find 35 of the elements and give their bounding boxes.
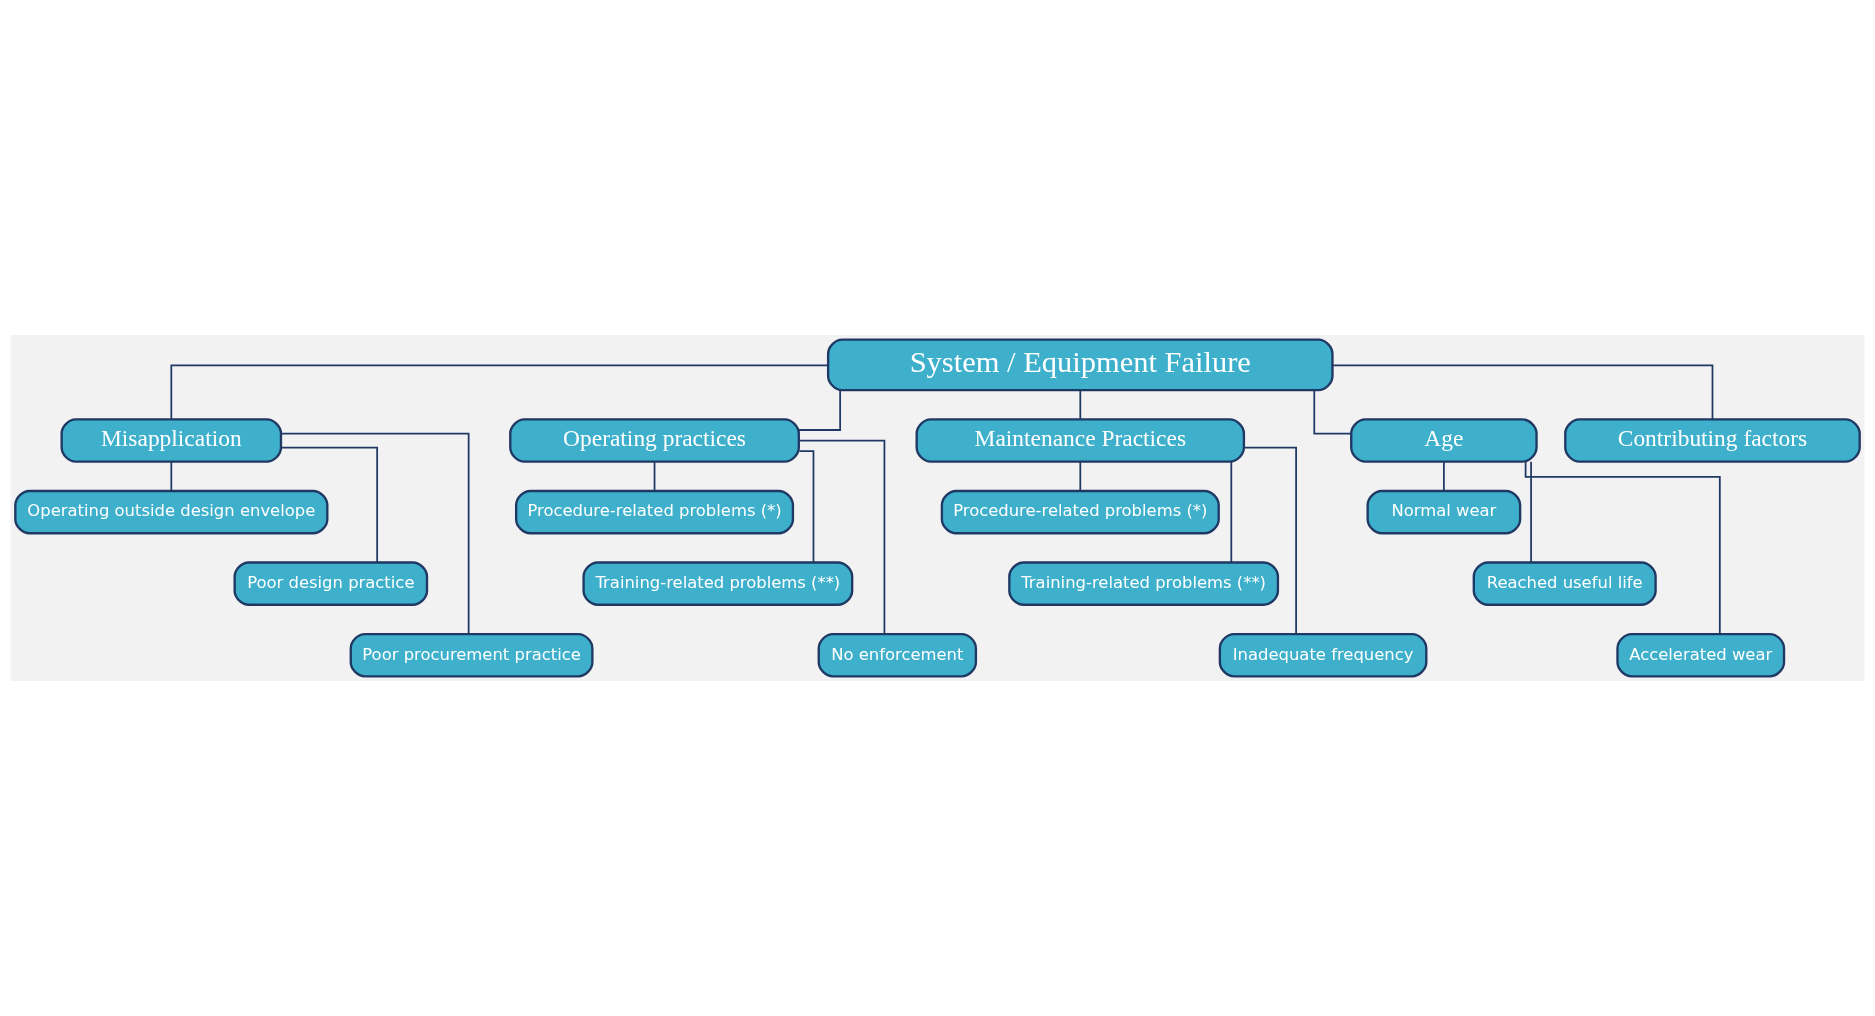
connector [1524,460,1721,635]
node-box: Poor design practice [233,561,429,606]
connector [1530,460,1532,564]
connector [280,446,379,564]
node-box: Procedure-related problems (*) [940,489,1220,535]
connector [1230,460,1233,564]
node-box: Operating practices [509,418,800,463]
node-box: System / Equipment Failure [826,338,1334,392]
connector [170,364,829,421]
node-box: Training-related problems (**) [1008,561,1280,606]
node-box: Contributing factors [1564,418,1861,463]
connector [280,432,470,635]
connector [1079,389,1082,420]
connector [653,461,656,492]
node-box: Poor procurement practice [349,632,594,678]
connector [1313,389,1352,435]
node-box: Procedure-related problems (*) [514,489,795,535]
connector [1079,461,1082,492]
node-box: Accelerated wear [1616,632,1786,678]
node-box: Maintenance Practices [915,418,1246,463]
node-box: Misapplication [60,418,283,463]
connector [1243,446,1297,635]
node-box: Training-related problems (**) [582,561,854,606]
node-box: Age [1350,418,1538,463]
node-box: Operating outside design envelope [14,489,329,535]
connector [1443,461,1445,492]
node-box: Reached useful life [1472,561,1657,606]
node-box: Normal wear [1366,489,1522,535]
connector [798,389,842,431]
node-box: Inadequate frequency [1218,632,1428,678]
connector [798,450,815,564]
connector [1332,364,1714,421]
connector [170,461,173,492]
node-box: No enforcement [817,632,978,678]
connector [797,439,886,635]
